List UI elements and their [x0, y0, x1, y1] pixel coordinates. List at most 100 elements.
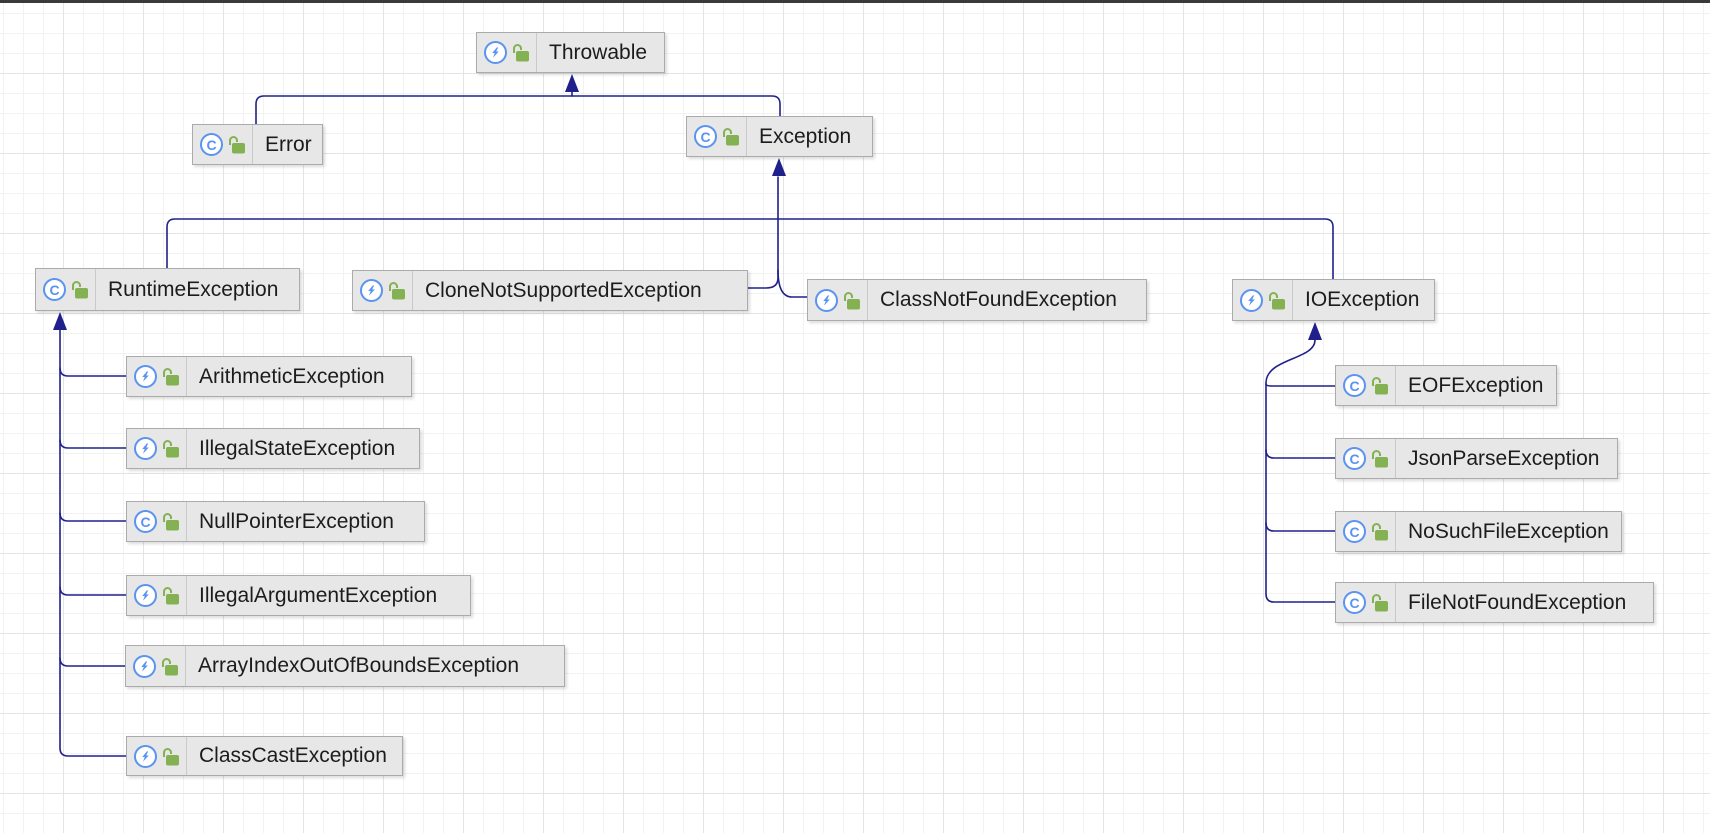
node-null-pointer[interactable]: C NullPointerException — [126, 501, 425, 542]
class-icon: C — [694, 125, 717, 148]
node-arithmetic-exception[interactable]: ArithmeticException — [126, 356, 412, 397]
icon-divider — [186, 357, 187, 396]
node-label: IOException — [1305, 288, 1420, 311]
node-label: ArithmeticException — [199, 364, 385, 388]
icon-divider — [186, 502, 187, 541]
node-illegal-state[interactable]: IllegalStateException — [126, 428, 420, 469]
public-lock-icon — [161, 511, 180, 532]
node-illegal-argument[interactable]: IllegalArgumentException — [126, 575, 471, 616]
node-class-cast[interactable]: ClassCastException — [126, 736, 403, 776]
public-lock-icon — [1370, 448, 1389, 469]
arrowhead-icon — [565, 74, 579, 92]
public-lock-icon — [1267, 290, 1286, 311]
node-error[interactable]: C Error — [192, 124, 323, 165]
exception-class-icon — [1240, 288, 1263, 312]
class-icon: C — [43, 278, 66, 301]
node-eof-exception[interactable]: C EOFException — [1335, 365, 1557, 406]
node-label: IllegalArgumentException — [199, 583, 438, 607]
icon-divider — [186, 429, 187, 468]
class-icon: C — [1343, 447, 1366, 470]
icon-divider — [1395, 366, 1396, 405]
class-icon: C — [1343, 520, 1366, 543]
node-label: CloneNotSupportedException — [425, 278, 702, 302]
exception-class-icon — [134, 744, 157, 768]
inheritance-edge — [747, 176, 779, 289]
exception-class-icon — [134, 437, 157, 460]
node-label: NullPointerException — [199, 509, 394, 533]
icon-divider — [252, 125, 253, 164]
public-lock-icon — [1370, 592, 1389, 613]
node-no-such-file[interactable]: C NoSuchFileException — [1335, 511, 1622, 552]
inheritance-edge — [59, 367, 127, 377]
node-io-exception[interactable]: IOException — [1232, 279, 1435, 321]
public-lock-icon — [70, 279, 89, 300]
node-class-not-found[interactable]: ClassNotFoundException — [807, 279, 1147, 321]
node-exception[interactable]: C Exception — [686, 116, 873, 157]
node-label: ClassCastException — [199, 744, 387, 767]
inheritance-edge — [777, 269, 808, 298]
public-lock-icon — [161, 366, 180, 387]
node-label: NoSuchFileException — [1408, 519, 1609, 543]
arrowhead-icon — [772, 158, 786, 176]
node-label: EOFException — [1408, 373, 1544, 397]
node-runtime-exception[interactable]: C RuntimeException — [35, 268, 300, 311]
public-lock-icon — [1370, 521, 1389, 542]
node-label: Throwable — [549, 40, 648, 64]
exception-class-icon — [484, 41, 507, 64]
public-lock-icon — [227, 134, 246, 155]
node-label: FileNotFoundException — [1408, 590, 1627, 614]
icon-divider — [412, 271, 413, 310]
node-throwable[interactable]: Throwable — [476, 32, 665, 73]
node-clone-not-supported[interactable]: CloneNotSupportedException — [352, 270, 748, 311]
icon-divider — [1395, 439, 1396, 478]
exception-class-icon — [133, 654, 156, 678]
inheritance-edge — [1265, 383, 1336, 387]
public-lock-icon — [1370, 375, 1389, 396]
node-label: ClassNotFoundException — [880, 288, 1117, 311]
public-lock-icon — [161, 438, 180, 459]
node-array-index-oob[interactable]: ArrayIndexOutOfBoundsException — [125, 645, 565, 687]
inheritance-edge — [1265, 522, 1336, 532]
class-icon: C — [134, 510, 157, 533]
public-lock-icon — [387, 280, 406, 301]
icon-divider — [1395, 583, 1396, 622]
inheritance-edge — [59, 512, 127, 522]
public-lock-icon — [511, 42, 530, 63]
node-label: JsonParseException — [1408, 446, 1600, 470]
exception-class-icon — [134, 584, 157, 607]
public-lock-icon — [161, 585, 180, 606]
exception-class-icon — [134, 365, 157, 388]
inheritance-edge — [1265, 339, 1336, 603]
node-label: RuntimeException — [108, 277, 279, 301]
class-icon: C — [1343, 374, 1366, 397]
icon-divider — [746, 117, 747, 156]
window-top-edge — [0, 0, 1710, 3]
icon-divider — [185, 646, 186, 686]
exception-class-icon — [360, 279, 383, 302]
icon-divider — [1395, 512, 1396, 551]
public-lock-icon — [161, 746, 180, 767]
node-label: Error — [265, 132, 312, 156]
icon-divider — [536, 33, 537, 72]
inheritance-edge — [59, 439, 127, 449]
public-lock-icon — [842, 290, 861, 311]
node-json-parse[interactable]: C JsonParseException — [1335, 438, 1618, 479]
inheritance-edge — [59, 657, 127, 667]
public-lock-icon — [721, 126, 740, 147]
class-icon: C — [200, 133, 223, 156]
icon-divider — [186, 576, 187, 615]
inheritance-edge — [59, 329, 127, 757]
icon-divider — [186, 737, 187, 775]
icon-divider — [867, 280, 868, 320]
arrowhead-icon — [53, 312, 67, 330]
icon-divider — [1292, 280, 1293, 320]
node-label: ArrayIndexOutOfBoundsException — [198, 654, 520, 677]
inheritance-edge — [1265, 449, 1336, 459]
inheritance-edge — [166, 218, 1334, 280]
node-label: Exception — [759, 124, 852, 148]
exception-class-icon — [815, 288, 838, 312]
icon-divider — [95, 269, 96, 310]
node-label: IllegalStateException — [199, 436, 396, 460]
